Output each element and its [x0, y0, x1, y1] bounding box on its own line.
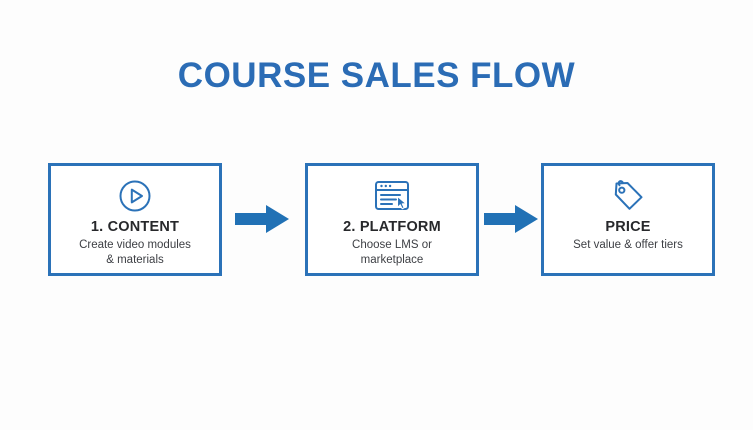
- flow-diagram: 1. CONTENT Create video modules & materi…: [0, 163, 753, 278]
- flow-step-description: Choose LMS or marketplace: [352, 238, 432, 268]
- flow-step-description-line-1: Choose LMS or: [352, 239, 432, 251]
- play-circle-icon: [118, 176, 152, 216]
- price-tag-icon: [610, 176, 646, 216]
- flow-step-platform[interactable]: 2. PLATFORM Choose LMS or marketplace: [305, 163, 479, 276]
- flow-step-title: PRICE: [605, 219, 651, 235]
- flow-step-title: 1. CONTENT: [90, 219, 180, 235]
- flow-step-description: Set value & offer tiers: [573, 238, 683, 253]
- browser-window-cursor-icon: [374, 176, 410, 216]
- flow-step-description-line-1: Set value & offer tiers: [573, 239, 683, 251]
- flow-step-content[interactable]: 1. CONTENT Create video modules & materi…: [48, 163, 222, 276]
- flow-step-title: 2. PLATFORM: [343, 219, 441, 235]
- flow-step-price[interactable]: PRICE Set value & offer tiers: [541, 163, 715, 276]
- flow-step-description-line-2: & materials: [106, 254, 164, 266]
- flow-step-description: Create video modules & materials: [79, 238, 191, 268]
- page-title: COURSE SALES FLOW: [177, 56, 576, 95]
- flow-step-description-line-2: marketplace: [360, 254, 424, 266]
- arrow-right-icon: [484, 203, 544, 237]
- arrow-right-icon: [235, 203, 295, 237]
- flow-step-description-line-1: Create video modules: [79, 239, 191, 251]
